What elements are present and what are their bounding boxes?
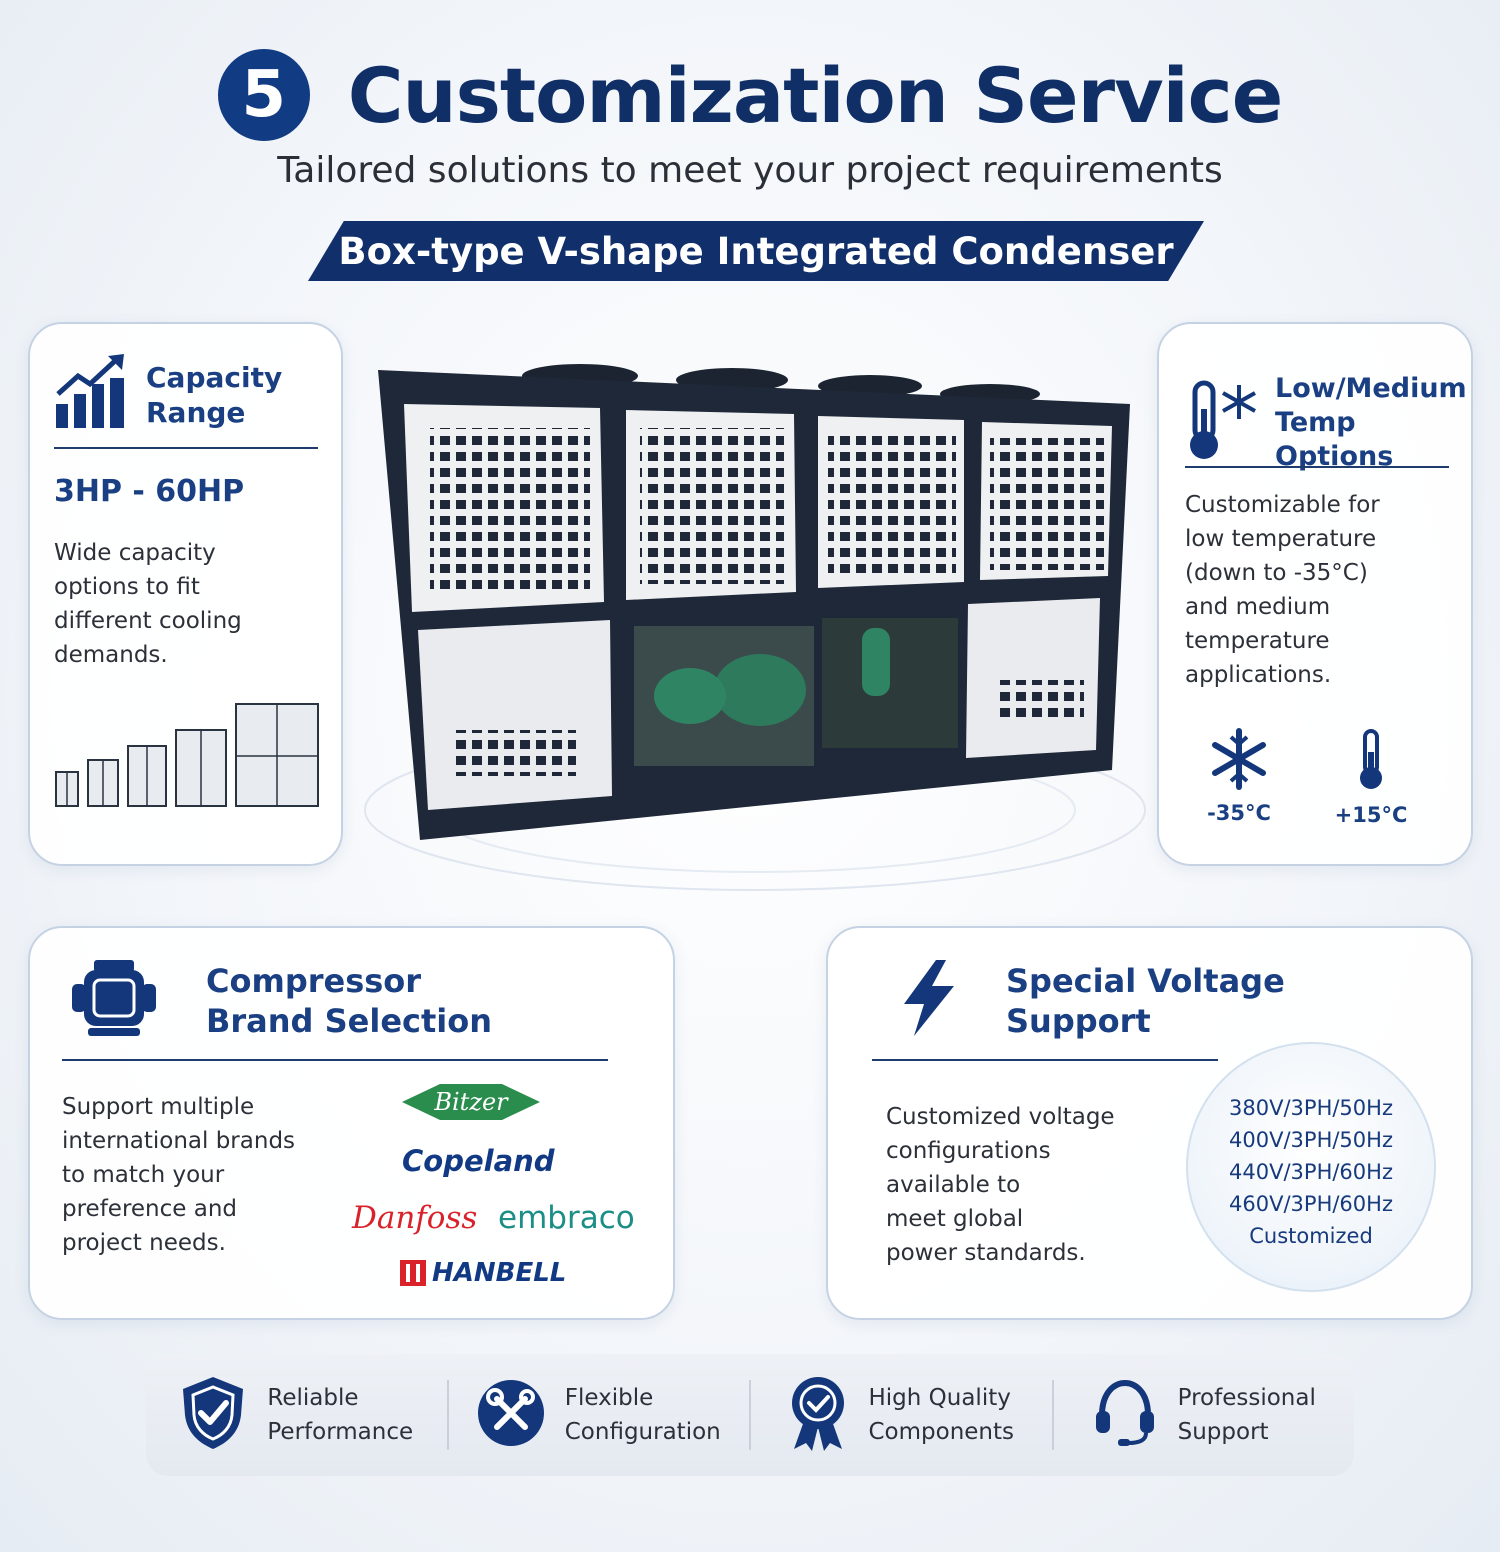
embraco-logo: embraco bbox=[498, 1200, 635, 1236]
description-line: applications. bbox=[1185, 662, 1332, 688]
description-line: and medium bbox=[1185, 594, 1331, 620]
divider bbox=[62, 1059, 608, 1061]
description-line: preference and bbox=[62, 1196, 238, 1222]
snowflake-icon bbox=[1210, 728, 1268, 794]
temp-title-line1: Low/Medium bbox=[1275, 373, 1467, 404]
tools-icon bbox=[477, 1379, 545, 1452]
capacity-title-line2: Range bbox=[146, 395, 246, 429]
description-line: Customizable for bbox=[1185, 492, 1380, 518]
voltage-title-line1: Special Voltage bbox=[1006, 961, 1285, 1000]
capacity-description: Wide capacity options to fit different c… bbox=[54, 536, 242, 672]
page-subtitle: Tailored solutions to meet your project … bbox=[277, 150, 1223, 191]
shield-check-icon bbox=[179, 1375, 247, 1456]
feature-label-line2: Configuration bbox=[564, 1419, 721, 1445]
headset-icon bbox=[1092, 1379, 1158, 1452]
feature-reliable-performance: Reliable Performance bbox=[146, 1376, 447, 1450]
feature-label-line2: Components bbox=[868, 1419, 1014, 1445]
voltage-option: 380V/3PH/50Hz bbox=[1229, 1096, 1393, 1120]
thermometer-snowflake-icon bbox=[1187, 379, 1257, 466]
capacity-title-line1: Capacity bbox=[146, 360, 283, 394]
description-line: available to bbox=[886, 1172, 1021, 1198]
description-line: options to fit bbox=[54, 574, 200, 600]
temp-description: Customizable for low temperature (down t… bbox=[1185, 488, 1380, 692]
globe-icon bbox=[1186, 1042, 1436, 1292]
description-line: project needs. bbox=[62, 1230, 226, 1256]
feature-label-line2: Support bbox=[1177, 1419, 1269, 1445]
unit-size-illustration bbox=[54, 696, 324, 813]
low-temp-indicator: -35°C bbox=[1199, 728, 1279, 825]
voltage-option: 460V/3PH/60Hz bbox=[1229, 1192, 1393, 1216]
divider bbox=[54, 447, 318, 449]
voltage-option: Customized bbox=[1249, 1224, 1373, 1248]
hanbell-logo: HANBELL bbox=[400, 1258, 566, 1288]
thermometer-icon bbox=[1354, 729, 1388, 796]
capacity-card: Capacity Range 3HP - 60HP Wide capacity … bbox=[28, 322, 343, 866]
compressor-title-line2: Brand Selection bbox=[206, 1001, 493, 1040]
condenser-unit-image bbox=[360, 340, 1150, 900]
feature-label-line1: Flexible bbox=[564, 1385, 654, 1411]
voltage-option: 440V/3PH/60Hz bbox=[1229, 1160, 1393, 1184]
low-temp-label: -35°C bbox=[1207, 801, 1271, 825]
feature-flexible-configuration: Flexible Configuration bbox=[446, 1379, 750, 1452]
features-bar: Reliable Performance Flexible Configurat… bbox=[146, 1354, 1354, 1476]
description-line: to match your bbox=[62, 1162, 225, 1188]
description-line: power standards. bbox=[886, 1240, 1086, 1266]
description-line: (down to -35°C) bbox=[1185, 560, 1368, 586]
capacity-range-value: 3HP - 60HP bbox=[54, 474, 245, 509]
voltage-description: Customized voltage configurations availa… bbox=[886, 1100, 1115, 1270]
feature-label-line1: High Quality bbox=[868, 1385, 1011, 1411]
description-line: demands. bbox=[54, 642, 168, 668]
copeland-logo: Copeland bbox=[402, 1144, 555, 1178]
feature-label-line1: Professional bbox=[1177, 1385, 1316, 1411]
description-line: Support multiple bbox=[62, 1094, 255, 1120]
product-banner: Box-type V-shape Integrated Condenser bbox=[308, 221, 1204, 281]
section-number-badge: 5 bbox=[217, 49, 310, 141]
brand-hanbell-text: HANBELL bbox=[432, 1258, 567, 1288]
voltage-options-list: 380V/3PH/50Hz 400V/3PH/50Hz 440V/3PH/60H… bbox=[1186, 1092, 1436, 1252]
description-line: configurations bbox=[886, 1138, 1051, 1164]
divider bbox=[1185, 466, 1449, 468]
feature-label-line1: Reliable bbox=[267, 1385, 359, 1411]
description-line: Customized voltage bbox=[886, 1104, 1115, 1130]
bitzer-logo: Bitzer bbox=[400, 1078, 542, 1126]
voltage-title-line2: Support bbox=[1006, 1001, 1151, 1040]
feature-high-quality-components: High Quality Components bbox=[749, 1376, 1052, 1451]
voltage-option: 400V/3PH/50Hz bbox=[1229, 1128, 1393, 1152]
high-temp-label: +15°C bbox=[1334, 803, 1408, 827]
description-line: temperature bbox=[1185, 628, 1330, 654]
feature-professional-support: Professional Support bbox=[1051, 1379, 1355, 1452]
feature-label-line2: Performance bbox=[267, 1419, 414, 1445]
compressor-title-line1: Compressor bbox=[206, 961, 422, 1000]
high-temp-indicator: +15°C bbox=[1331, 728, 1411, 827]
danfoss-logo: Danfoss bbox=[352, 1200, 478, 1236]
temp-options-card: Low/Medium Temp Options Customizable for… bbox=[1157, 322, 1473, 866]
temp-title-line2: Temp Options bbox=[1275, 406, 1394, 472]
lightning-bolt-icon bbox=[898, 958, 958, 1043]
divider bbox=[872, 1059, 1218, 1061]
hanbell-mark-icon bbox=[400, 1260, 426, 1286]
award-badge-icon bbox=[788, 1375, 848, 1456]
brand-bitzer-text: Bitzer bbox=[434, 1088, 508, 1116]
page-title: Customization Service bbox=[347, 50, 1284, 140]
description-line: international brands bbox=[62, 1128, 296, 1154]
description-line: Wide capacity bbox=[54, 540, 216, 566]
description-line: low temperature bbox=[1185, 526, 1377, 552]
description-line: different cooling bbox=[54, 608, 242, 634]
description-line: meet global bbox=[886, 1206, 1024, 1232]
page-header: 5 Customization Service bbox=[0, 40, 1500, 150]
compressor-description: Support multiple international brands to… bbox=[62, 1090, 295, 1260]
compressor-brand-card: Compressor Brand Selection Support multi… bbox=[28, 926, 675, 1320]
compressor-icon bbox=[70, 958, 160, 1043]
bar-chart-growth-icon bbox=[54, 354, 128, 435]
voltage-support-card: Special Voltage Support Customized volta… bbox=[826, 926, 1473, 1320]
